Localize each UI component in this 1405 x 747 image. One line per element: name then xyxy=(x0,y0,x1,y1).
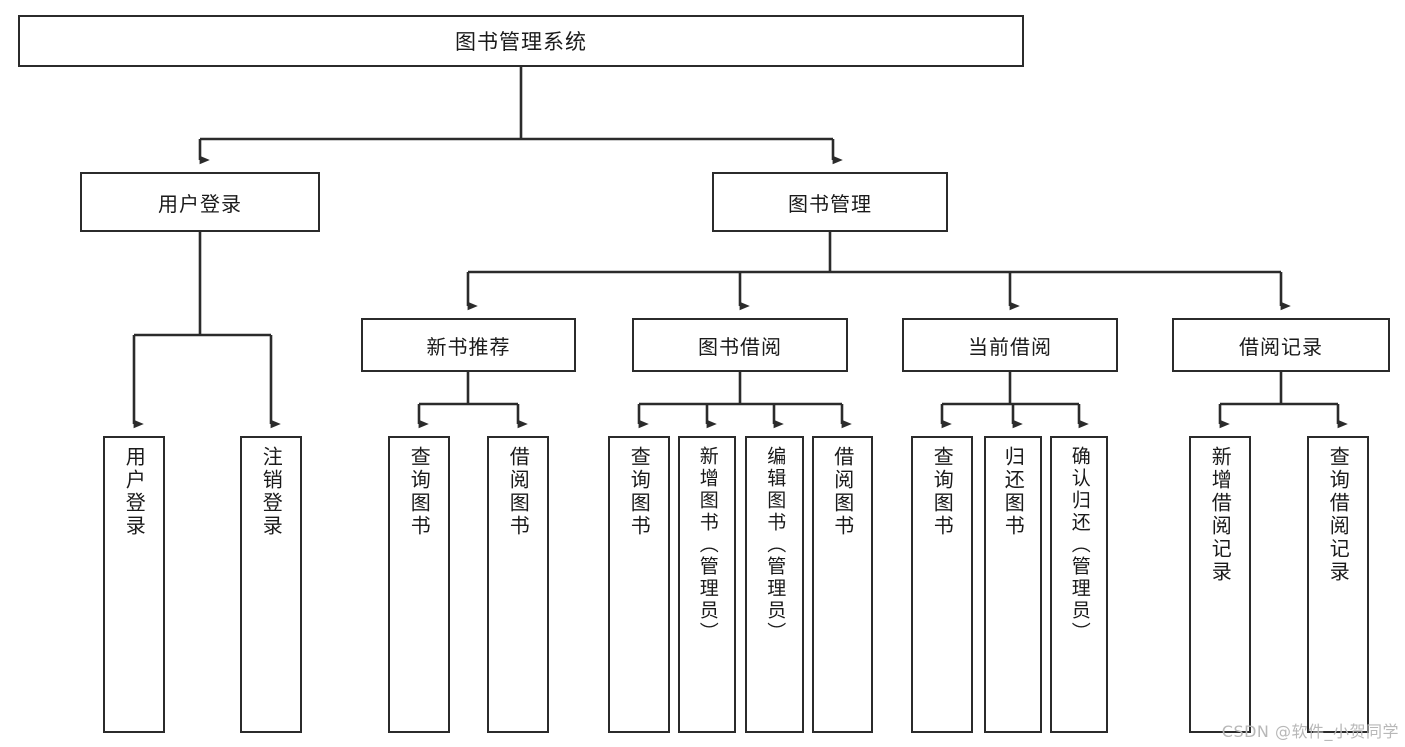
leaf-confirm-return-admin[interactable]: 确认归还（管理员） xyxy=(1050,436,1108,733)
node-book-management-label: 图书管理 xyxy=(788,191,872,216)
node-current-borrow[interactable]: 当前借阅 xyxy=(902,318,1118,372)
leaf-user-login[interactable]: 用户登录 xyxy=(103,436,165,733)
leaf-borrow-book-recommend[interactable]: 借阅图书 xyxy=(487,436,549,733)
node-book-borrow-label: 图书借阅 xyxy=(698,334,782,359)
node-root[interactable]: 图书管理系统 xyxy=(18,15,1024,67)
leaf-query-book-recommend-label: 查询图书 xyxy=(407,446,432,538)
node-new-book-recommend[interactable]: 新书推荐 xyxy=(361,318,576,372)
leaf-user-login-label: 用户登录 xyxy=(122,446,147,538)
node-user-login-label: 用户登录 xyxy=(158,191,242,216)
node-new-book-recommend-label: 新书推荐 xyxy=(426,334,511,359)
leaf-query-book-recommend[interactable]: 查询图书 xyxy=(388,436,450,733)
leaf-edit-book-admin-label: 编辑图书（管理员） xyxy=(764,446,787,644)
leaf-return-book-label: 归还图书 xyxy=(1001,446,1026,538)
leaf-logout[interactable]: 注销登录 xyxy=(240,436,302,733)
leaf-query-book-borrow[interactable]: 查询图书 xyxy=(608,436,670,733)
node-user-login[interactable]: 用户登录 xyxy=(80,172,320,232)
leaf-logout-label: 注销登录 xyxy=(259,446,284,538)
node-borrow-records[interactable]: 借阅记录 xyxy=(1172,318,1390,372)
leaf-lend-book-label: 借阅图书 xyxy=(830,446,855,538)
csdn-watermark: CSDN @软件_小贺同学 xyxy=(1221,722,1399,741)
leaf-query-book-current-label: 查询图书 xyxy=(930,446,955,538)
node-root-label: 图书管理系统 xyxy=(455,30,587,54)
node-current-borrow-label: 当前借阅 xyxy=(968,334,1052,359)
leaf-add-borrow-record-label: 新增借阅记录 xyxy=(1208,446,1233,584)
leaf-add-book-admin[interactable]: 新增图书（管理员） xyxy=(678,436,736,733)
leaf-borrow-book-recommend-label: 借阅图书 xyxy=(506,446,531,538)
node-book-management[interactable]: 图书管理 xyxy=(712,172,948,232)
node-borrow-records-label: 借阅记录 xyxy=(1239,334,1323,359)
node-book-borrow[interactable]: 图书借阅 xyxy=(632,318,848,372)
leaf-return-book[interactable]: 归还图书 xyxy=(984,436,1042,733)
leaf-query-borrow-record-label: 查询借阅记录 xyxy=(1326,446,1351,584)
leaf-confirm-return-admin-label: 确认归还（管理员） xyxy=(1068,446,1091,644)
leaf-lend-book[interactable]: 借阅图书 xyxy=(812,436,873,733)
leaf-query-borrow-record[interactable]: 查询借阅记录 xyxy=(1307,436,1369,733)
leaf-add-borrow-record[interactable]: 新增借阅记录 xyxy=(1189,436,1251,733)
leaf-add-book-admin-label: 新增图书（管理员） xyxy=(696,446,719,644)
leaf-edit-book-admin[interactable]: 编辑图书（管理员） xyxy=(745,436,804,733)
leaf-query-book-borrow-label: 查询图书 xyxy=(627,446,652,538)
leaf-query-book-current[interactable]: 查询图书 xyxy=(911,436,973,733)
